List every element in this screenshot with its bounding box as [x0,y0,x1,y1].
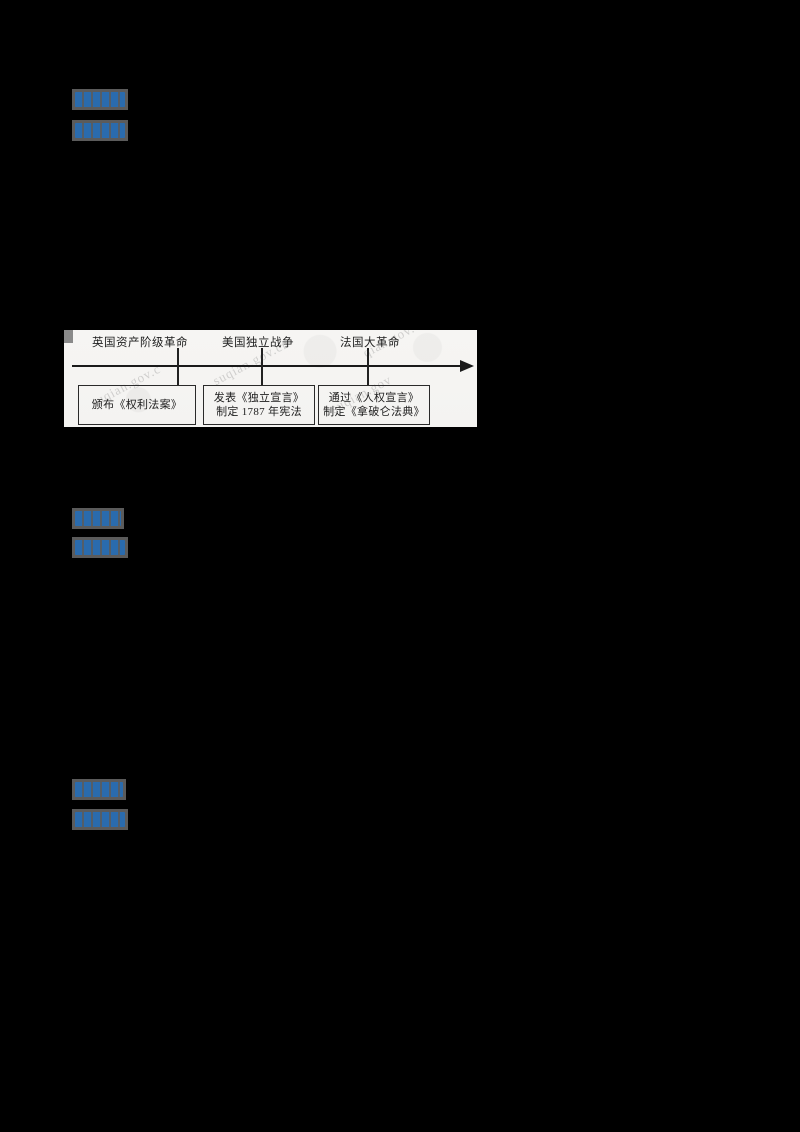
redacted-text [75,812,125,827]
redacted-text [75,123,125,138]
timeline-event-label: 美国独立战争 [222,337,294,349]
timeline-connector-stem [261,366,263,386]
redacted-text-line [72,89,128,110]
timeline-axis-line [72,365,462,367]
redacted-text [75,540,125,555]
redacted-text-line [72,779,126,800]
timeline-description-line: 通过《人权宣言》 [328,392,420,404]
scan-corner-artifact [64,330,73,343]
timeline-tick-stem [261,348,263,366]
timeline-event-label: 法国大革命 [340,337,400,349]
timeline-tick-stem [177,348,179,366]
timeline-description-line: 制定 1787 年宪法 [216,406,302,418]
history-timeline-figure: suqian.gov.c suqian.gov.cn suqian.gov qi… [64,330,477,427]
timeline-connector-stem [367,366,369,386]
redacted-text-line [72,120,128,141]
timeline-description-box: 发表《独立宣言》 制定 1787 年宪法 [203,385,315,425]
timeline-description-line: 颁布《权利法案》 [91,399,183,411]
redacted-text-line [72,537,128,558]
redacted-text [75,782,123,797]
timeline-description-line: 发表《独立宣言》 [213,392,305,404]
timeline-connector-stem [177,366,179,386]
timeline-description-box: 颁布《权利法案》 [78,385,196,425]
redacted-text [75,511,121,526]
timeline-description-box: 通过《人权宣言》 制定《拿破仑法典》 [318,385,430,425]
timeline-tick-stem [367,348,369,366]
timeline-arrow-icon [460,360,474,372]
timeline-description-line: 制定《拿破仑法典》 [323,406,425,418]
timeline-event-label: 英国资产阶级革命 [92,337,188,349]
redacted-text [75,92,125,107]
redacted-text-line [72,508,124,529]
redacted-text-line [72,809,128,830]
